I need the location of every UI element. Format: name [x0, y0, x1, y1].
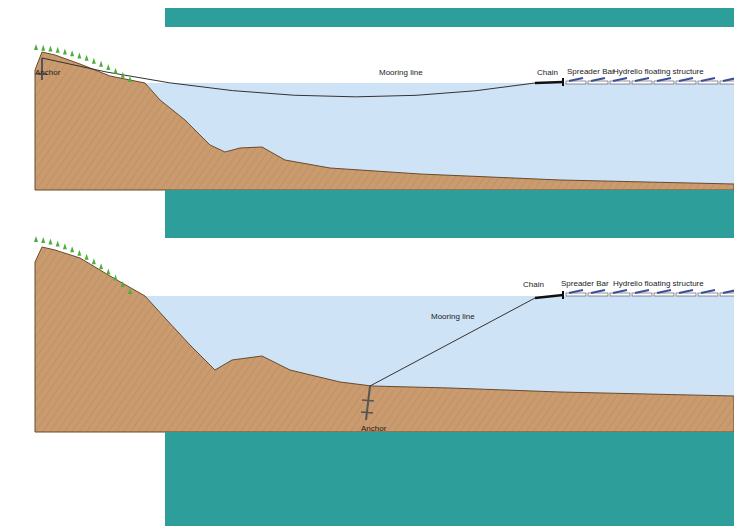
tree: [70, 246, 74, 252]
tree: [34, 236, 38, 242]
float: [610, 293, 630, 296]
ground: [35, 247, 734, 432]
tree: [114, 275, 118, 281]
solar-panel: [613, 290, 627, 293]
teal-band: [165, 8, 734, 27]
mooring-line: [370, 298, 535, 386]
tree: [41, 237, 45, 243]
tree: [128, 76, 132, 82]
float: [632, 293, 652, 296]
float: [720, 81, 734, 84]
float: [654, 293, 674, 296]
tree: [99, 61, 103, 67]
part-label: Mooring line: [430, 312, 476, 322]
tree: [48, 46, 52, 52]
float: [676, 81, 696, 84]
tree: [85, 55, 89, 61]
tree: [106, 269, 110, 275]
solar-panel: [591, 78, 605, 81]
mooring-line: [42, 58, 535, 97]
chain: [535, 82, 563, 83]
chain: [535, 295, 563, 298]
part-label: Spreader Bar: [560, 279, 610, 289]
solar-panel: [657, 290, 671, 293]
part-label: Chain: [536, 68, 559, 78]
solar-panel: [701, 78, 715, 81]
solar-panel: [701, 290, 715, 293]
tree: [77, 250, 81, 256]
part-label: Hydrelio floating structure: [612, 67, 705, 77]
tree: [77, 52, 81, 58]
tree: [121, 72, 125, 78]
spreader-bar: [562, 78, 564, 86]
spreader-bar: [562, 291, 564, 299]
tree: [41, 45, 45, 51]
float: [698, 81, 718, 84]
solar-panel: [569, 78, 583, 81]
tree: [48, 239, 52, 245]
tree: [92, 58, 96, 64]
float: [654, 81, 674, 84]
part-label: Anchor: [34, 68, 61, 78]
float: [676, 293, 696, 296]
tree: [106, 64, 110, 70]
part-label: Spreader Bar: [566, 67, 616, 77]
tree: [114, 68, 118, 74]
tree: [56, 241, 60, 247]
part-label: Chain: [522, 280, 545, 290]
float: [610, 81, 630, 84]
solar-panel: [723, 78, 734, 81]
tree: [34, 44, 38, 50]
part-label: Anchor: [360, 424, 387, 434]
solar-panel: [679, 290, 693, 293]
tree: [99, 263, 103, 269]
solar-panel: [723, 290, 734, 293]
solar-panel: [613, 78, 627, 81]
solar-panel: [635, 290, 649, 293]
tree: [85, 254, 89, 260]
float: [566, 81, 586, 84]
ground: [35, 52, 734, 190]
tree: [56, 47, 60, 53]
teal-band: [165, 432, 734, 526]
tree: [128, 288, 132, 294]
solar-panel: [635, 78, 649, 81]
tree: [92, 258, 96, 264]
solar-panel: [679, 78, 693, 81]
float: [720, 293, 734, 296]
part-label: Hydrelio floating structure: [612, 279, 705, 289]
float: [566, 293, 586, 296]
part-label: Mooring line: [378, 68, 424, 78]
float: [588, 81, 608, 84]
float: [588, 293, 608, 296]
float: [632, 81, 652, 84]
solar-panel: [569, 290, 583, 293]
anchor-symbol: [361, 412, 373, 413]
anchor-symbol: [366, 386, 370, 420]
teal-band: [165, 190, 734, 238]
anchor-symbol: [362, 400, 374, 401]
tree: [121, 281, 125, 287]
solar-panel: [591, 290, 605, 293]
tree: [63, 243, 67, 249]
float: [698, 293, 718, 296]
solar-panel: [657, 78, 671, 81]
tree: [63, 48, 67, 54]
tree: [70, 50, 74, 56]
